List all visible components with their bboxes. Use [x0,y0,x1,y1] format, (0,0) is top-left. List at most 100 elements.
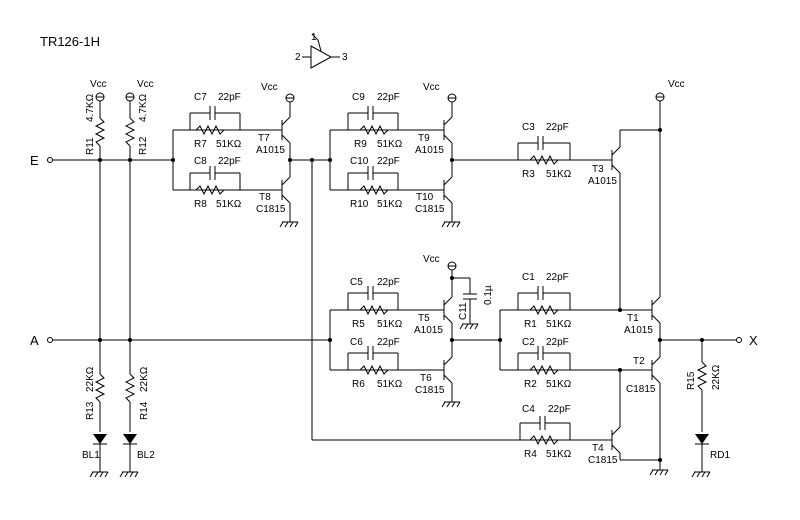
r5-value: 51KΩ [377,319,403,330]
buffer-symbol: 1 2 3 [295,32,348,69]
port-x-label: X [749,333,758,348]
junction [658,338,662,342]
t3-name: T3 [592,164,604,175]
c2-value: 22pF [546,337,569,348]
junction [328,158,332,162]
junction [450,338,454,342]
transistor-t3: T3 A1015 [588,129,660,310]
t1-part: A1015 [624,325,653,336]
resistor-r13: R13 22KΩ [85,366,106,432]
port-x-terminal [736,337,742,343]
r7-value: 51KΩ [216,139,242,150]
cap-c11: C11 0.1µ [450,276,494,330]
c11-name: C11 [458,302,469,320]
t4-name: T4 [592,443,604,454]
cap-c6-r6-pair: C6 22pF R6 51KΩ [330,337,437,390]
r6-value: 51KΩ [377,379,403,390]
c4-name: C4 [522,404,535,415]
r13-name: R13 [85,401,96,420]
r4-name: R4 [524,449,537,460]
c7-name: C7 [194,92,207,103]
r1-name: R1 [524,319,537,330]
transistor-t7: Vcc T7 A1015 [256,82,295,160]
junction [171,158,175,162]
rd1-label: RD1 [710,450,730,461]
port-e-label: E [30,153,39,168]
cap-c9-r9-pair: C9 22pF R9 51KΩ [330,92,437,150]
cap-c7-r7-pair: C7 22pF R7 51KΩ [173,92,275,150]
cap-c8-r8-pair: C8 22pF R8 51KΩ [173,156,275,210]
c10-value: 22pF [377,156,400,167]
junction [328,338,332,342]
transistor-t4: T4 C1815 [588,370,660,466]
r5-name: R5 [352,319,365,330]
resistor-r15: R15 22KΩ [686,340,722,432]
c2-name: C2 [522,337,535,348]
junction [128,158,132,162]
r14-value: 22KΩ [139,366,150,392]
pin-3-label: 3 [342,52,348,63]
led-bl1: BL1 [82,434,109,478]
cap-c10-r10-pair: C10 22pF R10 51KΩ [330,156,437,210]
port-a-terminal [47,337,53,343]
r6-name: R6 [352,379,365,390]
r8-name: R8 [194,199,207,210]
c6-name: C6 [350,337,363,348]
cap-c2-r2-pair: C2 22pF R2 51KΩ [500,337,645,390]
r9-name: R9 [354,139,367,150]
c11-value: 0.1µ [483,285,494,305]
t8-name: T8 [259,192,271,203]
t1-name: T1 [627,313,639,324]
vcc-rail-right: Vcc [655,79,685,290]
t8-part: C1815 [256,204,286,215]
vcc-label: Vcc [668,79,685,90]
r7-name: R7 [194,139,207,150]
c7-value: 22pF [218,92,241,103]
t3-part: A1015 [588,176,617,187]
junction [288,158,292,162]
r10-name: R10 [350,199,369,210]
junction [128,338,132,342]
r2-name: R2 [524,379,537,390]
transistor-t8: T8 C1815 [256,160,299,228]
vcc-label: Vcc [261,82,278,93]
c4-value: 22pF [548,404,571,415]
junction [618,368,622,372]
cap-c4-r4-pair: C4 22pF R4 51KΩ [519,404,602,460]
c3-name: C3 [522,122,535,133]
c8-value: 22pF [218,156,241,167]
r9-value: 51KΩ [377,139,403,150]
r12-value: 4.7KΩ [138,93,149,122]
c9-name: C9 [352,92,365,103]
resistor-r14: R14 22KΩ [124,366,150,432]
r10-value: 51KΩ [377,199,403,210]
t7-part: A1015 [256,145,285,156]
r11-value: 4.7KΩ [85,93,96,122]
junction [498,338,502,342]
r2-value: 51KΩ [546,379,572,390]
r4-value: 51KΩ [546,449,572,460]
vcc-label: Vcc [137,79,154,90]
transistor-t9: Vcc T9 A1015 [415,82,457,160]
transistor-t1: T1 A1015 [624,290,661,340]
cap-c5-r5-pair: C5 22pF R5 51KΩ [330,277,437,330]
cap-c3-r3-pair: C3 22pF R3 51KΩ [517,122,602,180]
bl1-label: BL1 [82,450,100,461]
junction [450,158,454,162]
r13-value: 22KΩ [85,366,96,392]
t9-part: A1015 [415,145,444,156]
ground-symbol [649,469,669,476]
schematic-title: TR126-1H [40,34,100,49]
junction [98,158,102,162]
vcc-label: Vcc [90,79,107,90]
port-a-label: A [30,333,39,348]
junction [658,128,662,132]
resistor-r11: Vcc R11 4.7KΩ [85,79,107,374]
bl2-label: BL2 [137,450,155,461]
t10-name: T10 [416,192,434,203]
junction [658,458,662,462]
t2-part: C1815 [626,384,656,395]
r15-name: R15 [686,371,697,390]
